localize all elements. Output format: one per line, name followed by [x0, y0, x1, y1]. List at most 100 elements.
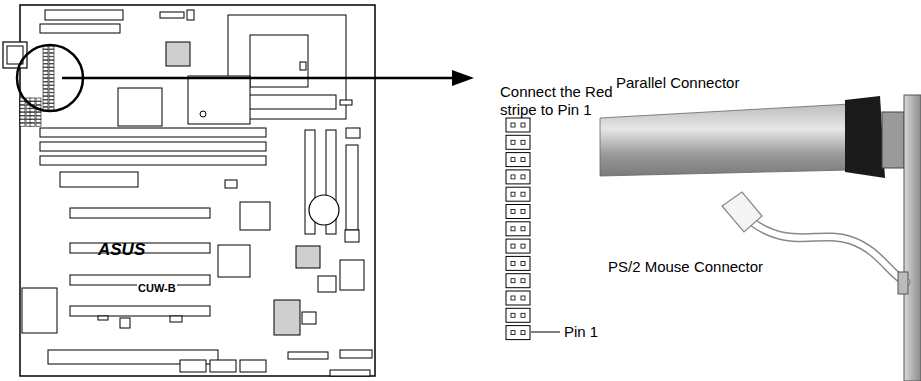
header-pin	[49, 57, 54, 60]
parallel-connector-hood	[845, 96, 885, 178]
header-pin	[43, 86, 48, 89]
board-component	[318, 276, 336, 292]
mount-hole	[200, 111, 206, 117]
header-pin	[49, 104, 54, 107]
header-pin	[511, 244, 515, 248]
header-pin	[43, 50, 48, 53]
board-component	[166, 42, 190, 66]
header-row	[506, 135, 530, 149]
header-pin	[49, 53, 54, 56]
board-component	[160, 12, 184, 18]
header-pin	[521, 244, 525, 248]
model-name: CUW-B	[137, 281, 177, 295]
header-pin	[511, 261, 515, 265]
header-pin	[521, 210, 525, 214]
header-pin	[30, 120, 35, 123]
header-pin	[511, 175, 515, 179]
header-row	[506, 205, 530, 219]
board-component	[340, 100, 352, 105]
header-pin	[43, 104, 48, 107]
header-row	[506, 291, 530, 305]
header-pin	[49, 93, 54, 96]
header-pin	[43, 89, 48, 92]
header-pin	[511, 210, 515, 214]
board-component	[225, 180, 237, 188]
ps2-cable	[752, 222, 906, 282]
header-row	[506, 308, 530, 322]
board-component	[210, 360, 236, 372]
board-component	[240, 360, 266, 372]
header-pin	[43, 82, 48, 85]
part-label: Parallel Connector	[616, 74, 739, 92]
header-pin	[30, 116, 35, 119]
header-pin	[521, 331, 525, 335]
header-pin	[20, 123, 25, 126]
board-outline	[20, 5, 375, 376]
header-row	[506, 153, 530, 167]
header-pin	[511, 227, 515, 231]
header-pin	[30, 109, 35, 112]
header-pin	[521, 158, 525, 162]
header-pin	[521, 296, 525, 300]
header-pin	[30, 112, 35, 115]
board-component	[340, 350, 372, 358]
arrow-head	[452, 70, 474, 86]
header-pin	[43, 71, 48, 74]
header-pin	[20, 109, 25, 112]
pointer-arrow	[62, 77, 455, 80]
board-component	[120, 318, 130, 328]
header-pin	[30, 123, 35, 126]
header-pin	[43, 60, 48, 63]
header-pin	[36, 123, 41, 126]
board-component	[346, 145, 358, 230]
header-pin	[36, 98, 41, 101]
brand-logo: ASUS	[98, 240, 145, 259]
board-component	[330, 370, 370, 376]
board-component	[240, 202, 270, 230]
board-component	[60, 172, 138, 187]
header-pin	[521, 123, 525, 127]
header-pin	[511, 158, 515, 162]
header-pin	[49, 50, 54, 53]
header-pin	[43, 93, 48, 96]
header-pin	[511, 313, 515, 317]
header-pin	[36, 120, 41, 123]
header-row	[506, 274, 530, 288]
header-pin	[43, 53, 48, 56]
header-row	[506, 239, 530, 253]
header-pin	[36, 116, 41, 119]
header-pin	[49, 100, 54, 103]
header-pin	[49, 46, 54, 49]
board-component	[300, 62, 306, 70]
header-pin	[521, 140, 525, 144]
header-pin	[49, 68, 54, 71]
header-pin	[43, 57, 48, 60]
header-row	[506, 256, 530, 270]
header-pin	[521, 175, 525, 179]
header-pin	[43, 96, 48, 99]
board-component	[180, 360, 206, 372]
parallel-cable	[600, 104, 850, 176]
header-pin	[521, 192, 525, 196]
board-component	[296, 246, 320, 268]
board-component	[22, 288, 57, 333]
board-component	[187, 10, 194, 20]
header-pin	[521, 279, 525, 283]
header-row	[506, 118, 530, 132]
header-pin	[20, 120, 25, 123]
io-port	[3, 42, 27, 68]
header-pin	[36, 112, 41, 115]
header-row	[506, 187, 530, 201]
board-component	[346, 128, 360, 138]
board-component	[70, 306, 210, 316]
header-pin	[521, 227, 525, 231]
board-component	[340, 260, 364, 290]
ps2-cable	[752, 222, 906, 282]
bracket-plate	[904, 95, 921, 381]
header-pin	[20, 105, 25, 108]
ps2-port	[898, 272, 908, 294]
header-pin	[49, 64, 54, 67]
header-pin	[20, 116, 25, 119]
board-component	[45, 10, 123, 20]
